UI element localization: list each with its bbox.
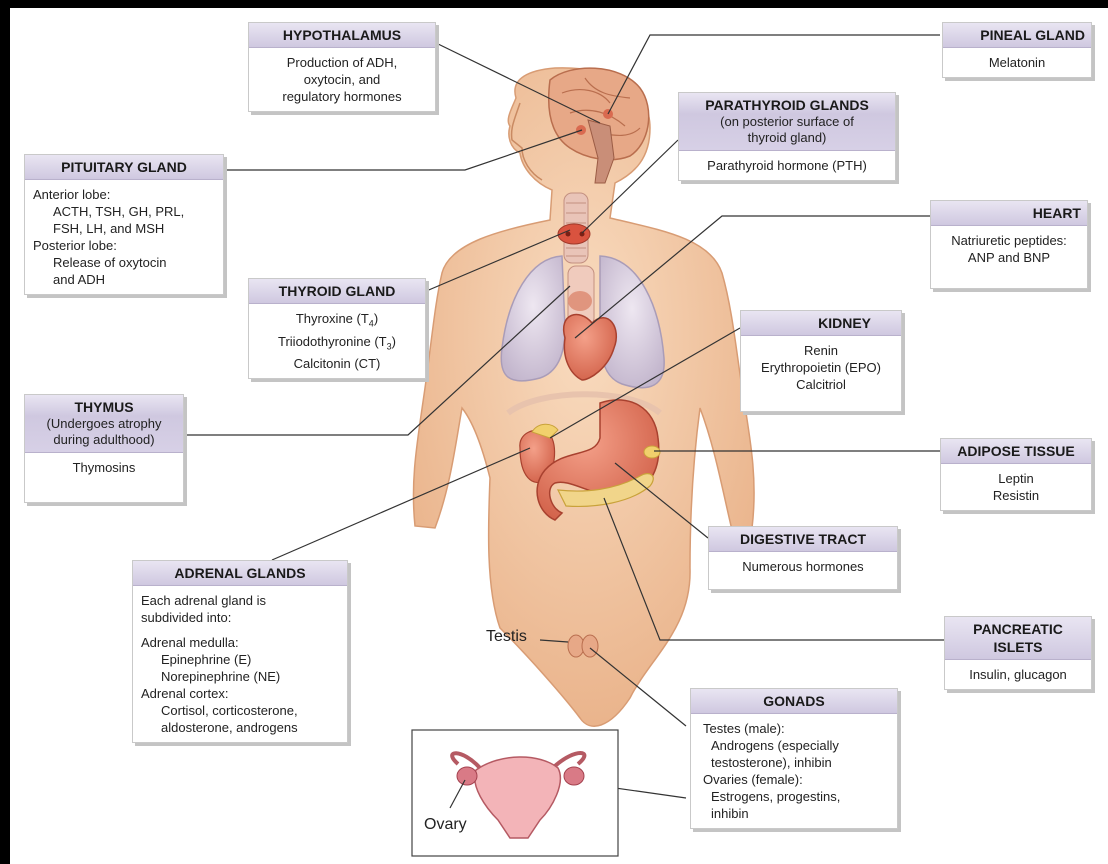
parathyroid-subtitle: thyroid gland) bbox=[685, 130, 889, 146]
hypothalamus-line: regulatory hormones bbox=[257, 88, 427, 105]
kidney-line: Erythropoietin (EPO) bbox=[749, 359, 893, 376]
gonads-title: GONADS bbox=[691, 689, 897, 714]
adrenal-medulla-item: Epinephrine (E) bbox=[141, 651, 339, 668]
kidney-line: Renin bbox=[749, 342, 893, 359]
hypothalamus-line: Production of ADH, bbox=[257, 54, 427, 71]
adrenal-cortex-item: Cortisol, corticosterone, bbox=[141, 702, 339, 719]
thymus-box: THYMUS (Undergoes atrophy during adultho… bbox=[24, 394, 184, 503]
thymus-subtitle: during adulthood) bbox=[31, 432, 177, 448]
parathyroid-subtitle: (on posterior surface of bbox=[685, 114, 889, 130]
pancreatic-islets-title: ISLETS bbox=[951, 638, 1085, 656]
pituitary-posterior-label: Posterior lobe: bbox=[33, 237, 215, 254]
pituitary-anterior-item: ACTH, TSH, GH, PRL, bbox=[33, 203, 215, 220]
adipose-tissue-title: ADIPOSE TISSUE bbox=[941, 439, 1091, 464]
gonads-testes-item: testosterone), inhibin bbox=[703, 754, 889, 771]
thyroxine-label: Thyroxine (T bbox=[296, 311, 369, 326]
heart-title: HEART bbox=[931, 201, 1087, 226]
pancreatic-islets-title: PANCREATIC bbox=[951, 620, 1085, 638]
adrenal-glands-box: ADRENAL GLANDS Each adrenal gland is sub… bbox=[132, 560, 348, 743]
gonads-ovaries-item: Estrogens, progestins, bbox=[703, 788, 889, 805]
thyroid-gland-title: THYROID GLAND bbox=[249, 279, 425, 304]
adrenal-intro: Each adrenal gland is bbox=[141, 592, 339, 609]
diagram-canvas: HYPOTHALAMUS Production of ADH, oxytocin… bbox=[10, 8, 1108, 864]
pineal-gland-title: PINEAL GLAND bbox=[943, 23, 1091, 48]
pituitary-gland-box: PITUITARY GLAND Anterior lobe: ACTH, TSH… bbox=[24, 154, 224, 295]
pineal-gland-line: Melatonin bbox=[951, 54, 1083, 71]
calcitonin-label: Calcitonin (CT) bbox=[257, 355, 417, 372]
hypothalamus-box: HYPOTHALAMUS Production of ADH, oxytocin… bbox=[248, 22, 436, 112]
thyroid-gland-box: THYROID GLAND Thyroxine (T4) Triiodothyr… bbox=[248, 278, 426, 379]
pituitary-posterior-item: Release of oxytocin bbox=[33, 254, 215, 271]
kidney-box: KIDNEY Renin Erythropoietin (EPO) Calcit… bbox=[740, 310, 902, 412]
adrenal-cortex-label: Adrenal cortex: bbox=[141, 685, 339, 702]
digestive-tract-title: DIGESTIVE TRACT bbox=[709, 527, 897, 552]
gonads-testes-label: Testes (male): bbox=[703, 720, 889, 737]
ovary-inset bbox=[412, 730, 618, 856]
paren-close: ) bbox=[392, 334, 396, 349]
adrenal-intro: subdivided into: bbox=[141, 609, 339, 626]
hypothalamus-title: HYPOTHALAMUS bbox=[249, 23, 435, 48]
thymus-subtitle: (Undergoes atrophy bbox=[31, 416, 177, 432]
heart-line: ANP and BNP bbox=[939, 249, 1079, 266]
ovary-label: Ovary bbox=[424, 816, 467, 834]
parathyroid-line: Parathyroid hormone (PTH) bbox=[687, 157, 887, 174]
parathyroid-glands-title: PARATHYROID GLANDS bbox=[679, 93, 895, 114]
adrenal-medulla-label: Adrenal medulla: bbox=[141, 634, 339, 651]
testis-label: Testis bbox=[486, 628, 527, 646]
adipose-line: Leptin bbox=[949, 470, 1083, 487]
pituitary-posterior-item: and ADH bbox=[33, 271, 215, 288]
hypothalamus-line: oxytocin, and bbox=[257, 71, 427, 88]
pineal-gland-box: PINEAL GLAND Melatonin bbox=[942, 22, 1092, 78]
heart-line: Natriuretic peptides: bbox=[939, 232, 1079, 249]
parathyroid-glands-box: PARATHYROID GLANDS (on posterior surface… bbox=[678, 92, 896, 181]
digestive-line: Numerous hormones bbox=[717, 558, 889, 575]
pancreatic-islets-box: PANCREATIC ISLETS Insulin, glucagon bbox=[944, 616, 1092, 690]
adipose-line: Resistin bbox=[949, 487, 1083, 504]
gonads-ovaries-label: Ovaries (female): bbox=[703, 771, 889, 788]
adipose-tissue-box: ADIPOSE TISSUE Leptin Resistin bbox=[940, 438, 1092, 511]
thymus-line: Thymosins bbox=[33, 459, 175, 476]
kidney-line: Calcitriol bbox=[749, 376, 893, 393]
gonads-testes-item: Androgens (especially bbox=[703, 737, 889, 754]
pituitary-gland-title: PITUITARY GLAND bbox=[25, 155, 223, 180]
pituitary-anterior-label: Anterior lobe: bbox=[33, 186, 215, 203]
triiodothyronine-label: Triiodothyronine (T bbox=[278, 334, 387, 349]
gonads-ovaries-item: inhibin bbox=[703, 805, 889, 822]
gonads-box: GONADS Testes (male): Androgens (especia… bbox=[690, 688, 898, 829]
pancreas-line: Insulin, glucagon bbox=[953, 666, 1083, 683]
adrenal-cortex-item: aldosterone, androgens bbox=[141, 719, 339, 736]
adrenal-glands-title: ADRENAL GLANDS bbox=[133, 561, 347, 586]
kidney-title: KIDNEY bbox=[741, 311, 901, 336]
heart-box: HEART Natriuretic peptides: ANP and BNP bbox=[930, 200, 1088, 289]
thymus-title: THYMUS bbox=[25, 395, 183, 416]
digestive-tract-box: DIGESTIVE TRACT Numerous hormones bbox=[708, 526, 898, 590]
paren-close: ) bbox=[374, 311, 378, 326]
adrenal-medulla-item: Norepinephrine (NE) bbox=[141, 668, 339, 685]
pituitary-anterior-item: FSH, LH, and MSH bbox=[33, 220, 215, 237]
adipose-tissue bbox=[644, 446, 660, 458]
